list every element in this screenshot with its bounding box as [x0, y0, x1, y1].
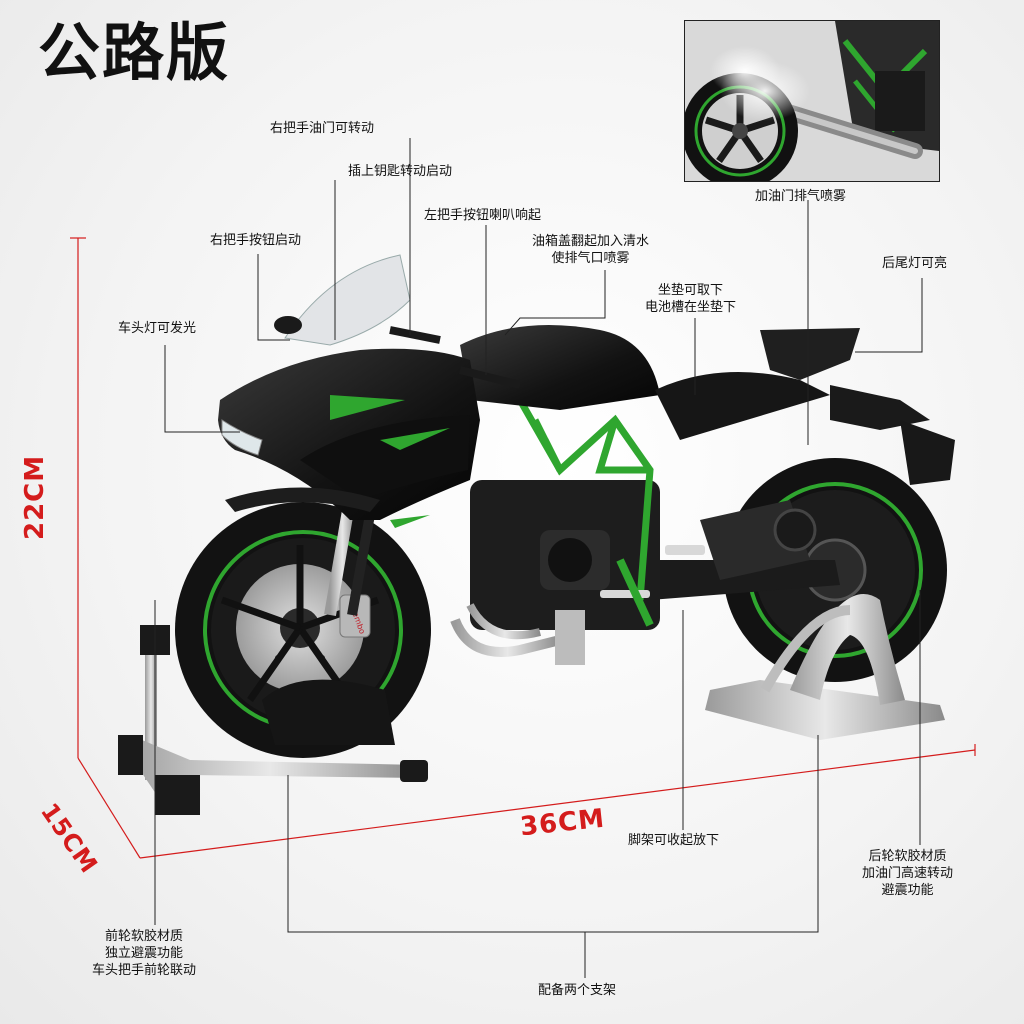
inset-caption: 加油门排气喷雾	[755, 189, 847, 204]
motorcycle-illustration: brembo	[175, 254, 955, 758]
license-plate-bracket	[900, 420, 955, 485]
leader-start	[257, 254, 290, 341]
handlebar-left	[459, 366, 521, 389]
tail-cowl	[760, 328, 860, 380]
rear-stand	[705, 594, 945, 740]
exhaust-closeup-illustration	[685, 21, 939, 181]
page-title: 公路版	[38, 16, 231, 89]
callout-tank: 油箱盖翻起加入清水 使排气口喷雾	[532, 233, 649, 267]
foot-pegs	[600, 545, 705, 627]
handlebar-right	[389, 326, 441, 344]
front-stand	[118, 625, 428, 815]
dimension-lines	[70, 237, 976, 859]
callout-headlight: 车头灯可发光	[118, 321, 197, 336]
callout-front-line2: 独立避震功能	[105, 946, 184, 961]
callout-rear-line2: 加油门高速转动	[862, 866, 954, 881]
callout-front-line1: 前轮软胶材质	[105, 929, 184, 944]
fairing-stripe	[330, 395, 405, 420]
headlight	[221, 419, 263, 456]
callout-front-wheel: 前轮软胶材质 独立避震功能 车头把手前轮联动	[92, 928, 196, 979]
callout-start: 右把手按钮启动	[210, 233, 302, 248]
leader-tank	[504, 270, 606, 336]
trellis-frame	[516, 398, 654, 601]
callout-rear-wheel: 后轮软胶材质 加油门高速转动 避震功能	[862, 848, 953, 899]
callout-tank-line1: 油箱盖翻起加入清水	[532, 234, 650, 249]
callout-rear-line3: 避震功能	[881, 883, 934, 898]
callout-front-line3: 车头把手前轮联动	[92, 963, 197, 978]
leader-stands	[287, 735, 819, 933]
callout-stands: 配备两个支架	[538, 983, 617, 998]
callout-throttle: 右把手油门可转动	[270, 121, 375, 136]
exhaust-closeup-image	[684, 20, 940, 182]
callout-seat-line2: 电池槽在坐垫下	[645, 300, 737, 315]
leader-tail-light	[855, 278, 923, 353]
windshield	[284, 254, 411, 346]
callout-horn: 左把手按钮喇叭响起	[424, 208, 542, 223]
mirror	[274, 316, 302, 334]
callout-kickstand: 脚架可收起放下	[628, 833, 720, 848]
callout-key: 插上钥匙转动启动	[348, 164, 453, 179]
callout-tank-line2: 使排气口喷雾	[551, 251, 630, 266]
callout-rear-line1: 后轮软胶材质	[868, 849, 947, 864]
swingarm	[640, 560, 840, 600]
callout-seat: 坐垫可取下 电池槽在坐垫下	[645, 282, 736, 316]
fuel-tank	[460, 325, 660, 410]
length-dimension-line	[139, 749, 976, 859]
callout-tail-light: 后尾灯可亮	[882, 256, 948, 271]
callout-seat-line1: 坐垫可取下	[658, 283, 724, 298]
callout-leader-lines	[154, 138, 923, 978]
depth-dimension-line	[77, 757, 141, 859]
height-dimension-label: 22CM	[20, 454, 50, 540]
seat	[655, 372, 830, 440]
leader-headlight	[164, 345, 240, 433]
